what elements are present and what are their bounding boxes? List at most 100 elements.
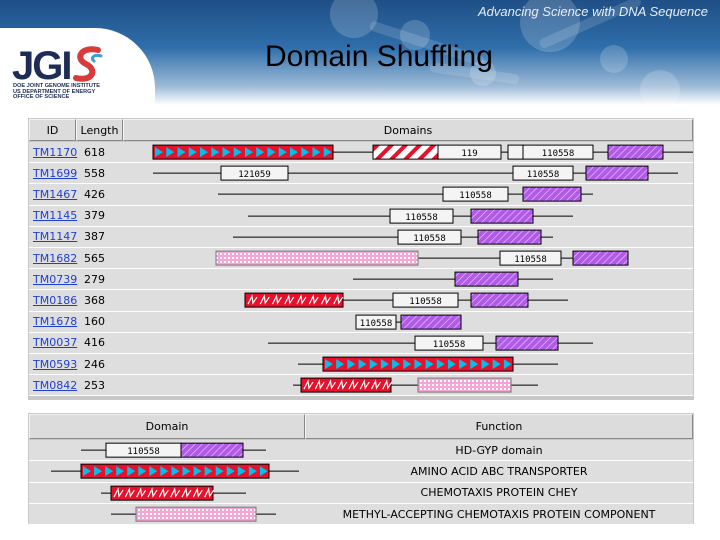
domain-track: 119 110558 xyxy=(152,144,693,160)
protein-id-link[interactable]: TM1678 xyxy=(33,315,78,329)
domain-block-abc[interactable] xyxy=(152,144,334,160)
protein-id-link[interactable]: TM0842 xyxy=(33,378,78,392)
domain-block-box[interactable]: 110558 xyxy=(522,144,594,160)
row-divider xyxy=(29,331,693,333)
legend-domain-track xyxy=(51,463,299,479)
row-divider xyxy=(29,247,693,248)
protein-length: 253 xyxy=(84,378,105,392)
row-divider xyxy=(29,481,693,483)
domain-block-hdgyp[interactable] xyxy=(495,335,559,351)
row-divider xyxy=(29,353,693,354)
protein-length: 246 xyxy=(84,357,105,371)
protein-id-link[interactable]: TM1467 xyxy=(33,187,78,201)
domain-block-hdgyp[interactable] xyxy=(477,229,542,245)
domain-block-hdgyp[interactable] xyxy=(522,186,582,202)
domain-function: AMINO ACID ABC TRANSPORTER xyxy=(410,464,588,478)
legend-domain-mcp[interactable] xyxy=(135,506,257,522)
row-divider xyxy=(29,204,693,206)
domain-block-mcp[interactable] xyxy=(215,250,419,266)
legend-domain-abc[interactable] xyxy=(80,463,270,479)
row-divider xyxy=(29,225,693,227)
row-divider xyxy=(29,374,693,376)
domain-function: HD-GYP domain xyxy=(455,443,543,457)
protein-length: 279 xyxy=(84,272,105,286)
domain-block-box[interactable]: 110558 xyxy=(512,165,574,181)
logo-subtitle: DOE JOINT GENOME INSTITUTE US DEPARTMENT… xyxy=(13,83,101,101)
domain-block-hdgyp[interactable] xyxy=(470,292,529,308)
jgi-logo: JGI xyxy=(12,44,73,88)
row-divider xyxy=(29,268,693,270)
domain-function: METHYL-ACCEPTING CHEMOTAXIS PROTEIN COMP… xyxy=(342,507,656,521)
legend-domain-hdgyp[interactable] xyxy=(180,442,244,458)
domain-block-hdgyp[interactable] xyxy=(572,250,629,266)
domain-track: 110558 xyxy=(244,292,568,308)
domain-block-box[interactable]: 110558 xyxy=(442,186,509,202)
domain-block-chey[interactable] xyxy=(244,292,344,308)
domain-block-abc[interactable] xyxy=(322,356,514,372)
column-header: Length xyxy=(76,119,123,141)
domain-label: 110558 xyxy=(409,297,442,307)
row-divider xyxy=(29,395,693,397)
domain-block-box[interactable] xyxy=(507,144,524,160)
domain-block-hatched[interactable] xyxy=(372,144,439,160)
domain-track: 121059 110558 xyxy=(153,165,678,181)
column-header: ID xyxy=(29,119,76,141)
protein-id-link[interactable]: TM1147 xyxy=(33,230,78,244)
domain-track: 110558 xyxy=(218,186,593,202)
protein-id-link[interactable]: TM0186 xyxy=(33,293,78,307)
domain-track xyxy=(293,377,538,393)
row-divider xyxy=(29,162,693,164)
protein-id-link[interactable]: TM1699 xyxy=(33,166,78,180)
domain-block-box[interactable]: 110558 xyxy=(392,292,459,308)
domain-block-hdgyp[interactable] xyxy=(454,271,519,287)
row-divider xyxy=(29,183,693,185)
logo-area xyxy=(0,28,155,106)
domain-block-hdgyp[interactable] xyxy=(585,165,649,181)
domain-label: 119 xyxy=(461,149,477,159)
domain-label: 110558 xyxy=(542,149,575,159)
domain-block-box[interactable]: 110558 xyxy=(397,229,462,245)
protein-id-link[interactable]: TM0593 xyxy=(33,357,78,371)
domain-block-box[interactable]: 110558 xyxy=(355,314,397,330)
protein-length: 368 xyxy=(84,293,105,307)
protein-length: 416 xyxy=(84,336,105,350)
protein-id-link[interactable]: TM0739 xyxy=(33,272,78,286)
domain-block-hdgyp[interactable] xyxy=(470,208,534,224)
protein-length: 160 xyxy=(84,315,105,329)
domain-block-hdgyp[interactable] xyxy=(400,314,462,330)
protein-length: 618 xyxy=(84,145,105,159)
protein-id-link[interactable]: TM0037 xyxy=(33,336,78,350)
domain-block-box[interactable]: 110558 xyxy=(414,335,484,351)
domain-label: 110558 xyxy=(413,234,446,244)
domain-block-box[interactable]: 110558 xyxy=(389,208,454,224)
domain-track: 110558 xyxy=(268,335,593,351)
jgi-swirl-icon xyxy=(73,46,103,82)
logo-sub-line: DOE JOINT GENOME INSTITUTE xyxy=(13,83,101,89)
domain-block-mcp[interactable] xyxy=(417,377,512,393)
legend-domain-track xyxy=(111,506,276,522)
domain-label: 110558 xyxy=(433,340,466,350)
protein-id-link[interactable]: TM1170 xyxy=(33,145,78,159)
row-divider xyxy=(29,460,693,462)
row-divider xyxy=(29,310,693,312)
tagline: Advancing Science with DNA Sequence xyxy=(477,4,708,19)
domain-block-box[interactable]: 110558 xyxy=(499,250,562,266)
legend-domain-box[interactable]: 110558 xyxy=(105,442,182,458)
logo-sub-line: OFFICE OF SCIENCE xyxy=(13,94,70,100)
protein-id-link[interactable]: TM1682 xyxy=(33,251,78,265)
domain-block-hdgyp[interactable] xyxy=(607,144,664,160)
logo-sub-line: US DEPARTMENT OF ENERGY xyxy=(13,88,96,95)
row-divider xyxy=(29,524,693,526)
column-header: Domains xyxy=(123,119,693,141)
domain-block-box[interactable]: 119 xyxy=(437,144,502,160)
domain-block-box[interactable]: 121059 xyxy=(220,165,289,181)
domain-label: 110558 xyxy=(514,255,547,265)
protein-length: 426 xyxy=(84,187,105,201)
protein-length: 379 xyxy=(84,209,105,223)
row-divider xyxy=(29,502,693,504)
legend-domain-chey[interactable] xyxy=(110,485,215,501)
domain-label: 110558 xyxy=(459,191,492,201)
protein-id-link[interactable]: TM1145 xyxy=(33,209,78,223)
column-header: Domain xyxy=(29,414,305,439)
domain-block-chey[interactable] xyxy=(300,377,393,393)
